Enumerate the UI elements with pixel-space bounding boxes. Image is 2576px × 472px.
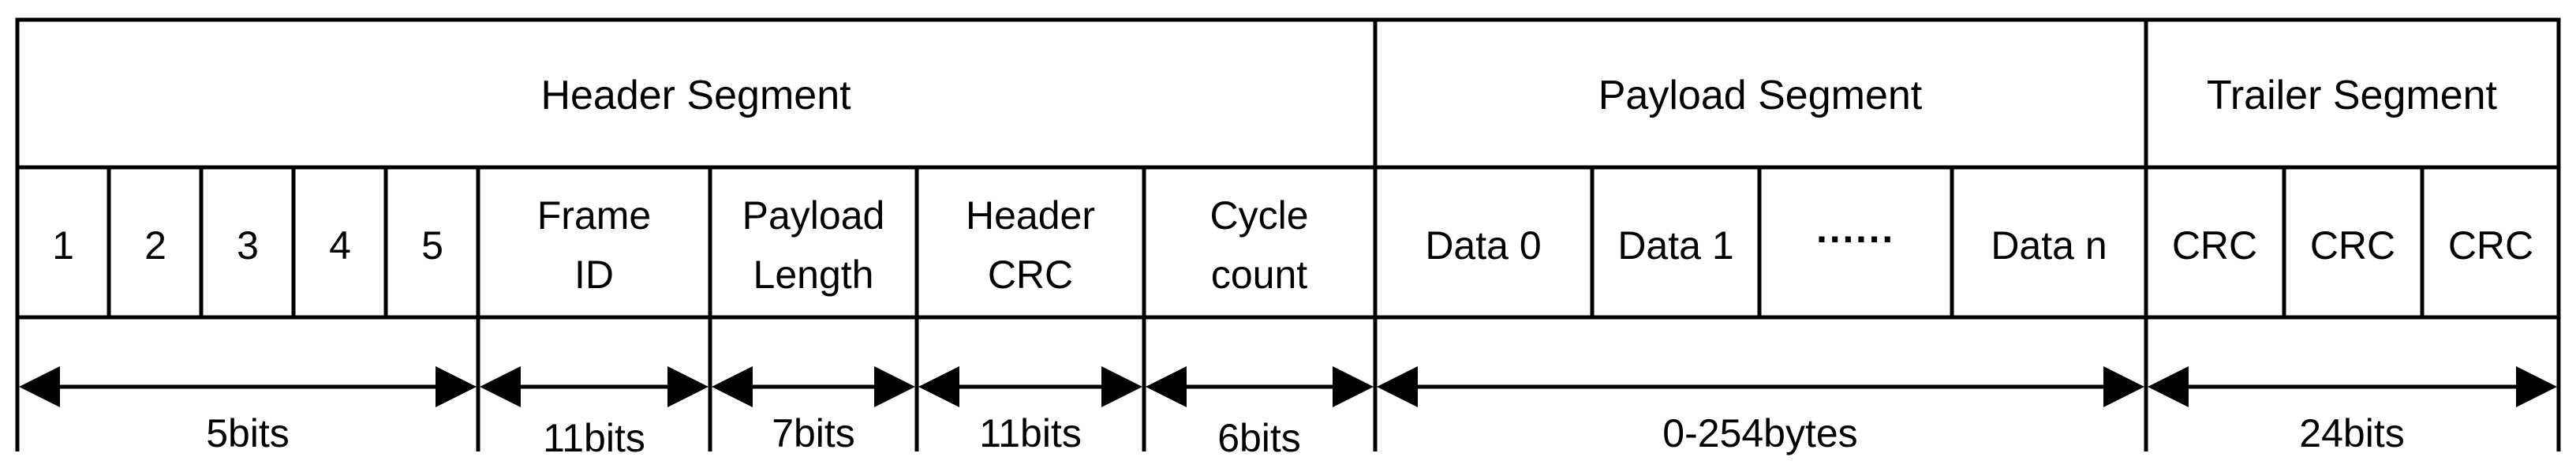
size-arrow-payload-length-head-left	[712, 366, 753, 407]
size-arrow-payload-length	[712, 366, 915, 407]
field-cycle-count-line2: count	[1211, 253, 1307, 297]
field-bit-2: 2	[144, 223, 166, 268]
size-arrow-header-crc-head-right	[1101, 366, 1142, 407]
size-trailer: 24bits	[2299, 411, 2404, 455]
size-arrow-payload-length-head-right	[874, 366, 915, 407]
size-arrow-trailer-head-right	[2516, 366, 2557, 407]
field-bit-3: 3	[237, 223, 259, 268]
field-frame-id-line2: ID	[574, 253, 614, 297]
size-arrow-cycle-count-head-left	[1146, 366, 1187, 407]
field-crc-3: CRC	[2448, 223, 2533, 268]
size-arrow-frame-id-head-left	[480, 366, 521, 407]
field-data-1: Data 1	[1617, 223, 1733, 268]
size-arrows	[19, 366, 2557, 407]
field-payload-length-line2: Length	[753, 253, 874, 297]
field-crc-1: CRC	[2172, 223, 2257, 268]
field-cycle-count-line1: Cycle	[1209, 193, 1308, 238]
field-bit-1: 1	[52, 223, 74, 268]
size-indicator-bits: 5bits	[206, 411, 290, 455]
size-arrow-frame-id	[480, 366, 708, 407]
size-arrow-trailer-head-left	[2148, 366, 2189, 407]
size-cycle-count: 6bits	[1217, 416, 1301, 460]
size-arrow-frame-id-head-right	[667, 366, 708, 407]
field-crc-2: CRC	[2310, 223, 2395, 268]
size-arrow-indicator-head-right	[436, 366, 477, 407]
size-arrow-cycle-count-head-right	[1333, 366, 1374, 407]
size-arrow-payload-head-right	[2103, 366, 2144, 407]
field-ellipsis: ······	[1816, 217, 1895, 261]
size-arrow-header-crc-head-left	[918, 366, 959, 407]
payload-segment-label: Payload Segment	[1598, 73, 1923, 118]
size-header-crc: 11bits	[979, 411, 1082, 455]
size-arrow-indicator	[19, 366, 477, 407]
size-payload-length: 7bits	[772, 411, 855, 455]
header-segment-label: Header Segment	[540, 73, 851, 118]
field-frame-id-line1: Frame	[537, 193, 651, 238]
field-header-crc-line2: CRC	[988, 253, 1073, 297]
field-data-0: Data 0	[1425, 223, 1541, 268]
size-arrow-trailer	[2148, 366, 2557, 407]
field-data-n: Data n	[1991, 223, 2107, 268]
size-frame-id: 11bits	[543, 416, 645, 460]
field-payload-length-line1: Payload	[742, 193, 885, 238]
size-arrow-payload-head-left	[1377, 366, 1418, 407]
size-arrow-payload	[1377, 366, 2144, 407]
trailer-segment-label: Trailer Segment	[2207, 73, 2498, 118]
size-arrow-header-crc	[918, 366, 1142, 407]
size-arrow-cycle-count	[1146, 366, 1374, 407]
field-bit-5: 5	[421, 223, 443, 268]
size-arrow-indicator-head-left	[19, 366, 60, 407]
size-payload: 0-254bytes	[1662, 411, 1857, 455]
field-bit-4: 4	[329, 223, 351, 268]
field-header-crc-line1: Header	[966, 193, 1095, 238]
